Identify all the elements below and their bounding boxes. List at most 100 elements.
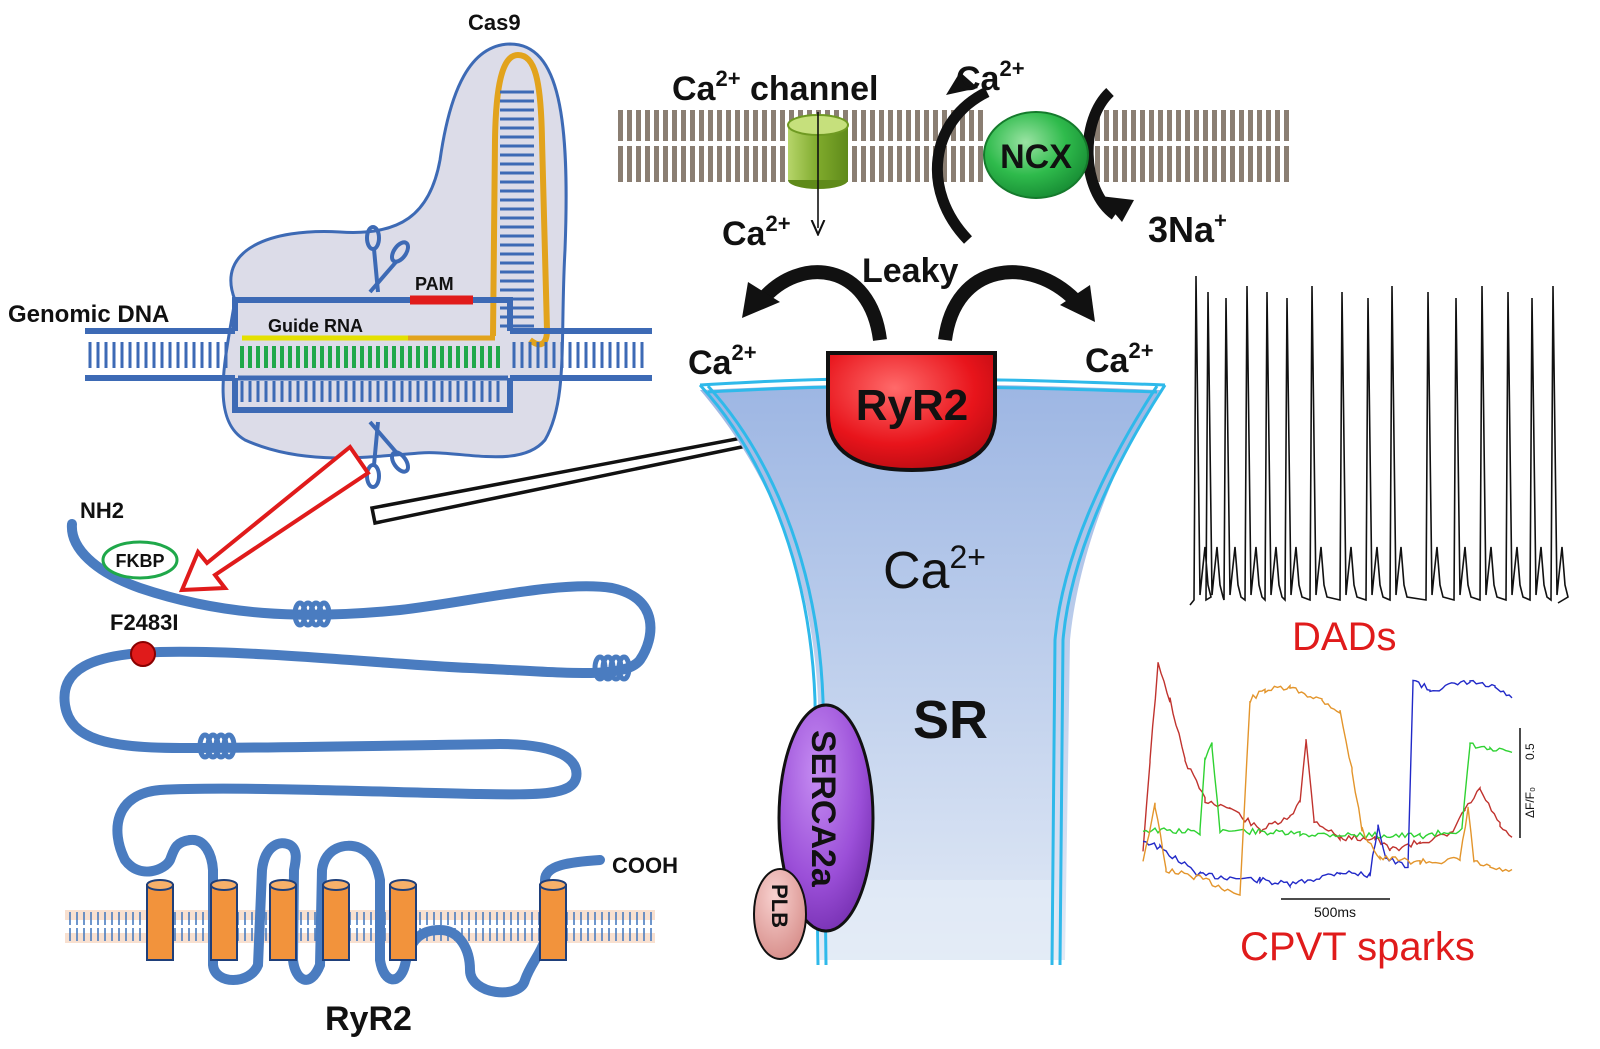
membrane-gap bbox=[1131, 141, 1136, 146]
membrane-gap bbox=[933, 141, 938, 146]
tm-helix bbox=[539, 884, 567, 961]
membrane-gap bbox=[762, 141, 767, 146]
na-label: 3Na+ bbox=[1148, 208, 1227, 250]
membrane-gap bbox=[915, 141, 920, 146]
membrane-gap bbox=[870, 141, 875, 146]
scale-bars: 500ms ΔF/F₀ 0.5 bbox=[1281, 728, 1537, 920]
membrane-gap bbox=[618, 141, 623, 146]
membrane-gap bbox=[663, 141, 668, 146]
ncx-label: NCX bbox=[1000, 138, 1072, 176]
membrane-gap bbox=[1212, 141, 1217, 146]
membrane-gap bbox=[861, 141, 866, 146]
genomic-dna bbox=[85, 295, 652, 413]
membrane-gap bbox=[1221, 141, 1226, 146]
membrane-gap bbox=[744, 141, 749, 146]
sr-membrane-left-inner bbox=[706, 384, 828, 966]
ncx-exchanger: NCX bbox=[932, 72, 1134, 244]
tm-helix bbox=[269, 884, 297, 961]
membrane-gap bbox=[1284, 141, 1289, 146]
membrane-gap bbox=[924, 141, 929, 146]
leak-arrow-left bbox=[742, 265, 887, 342]
membrane-gap bbox=[690, 141, 695, 146]
membrane-gap bbox=[780, 141, 785, 146]
membrane-gap bbox=[1122, 141, 1127, 146]
pam-label: PAM bbox=[415, 274, 454, 294]
scale-y-label: ΔF/F₀ bbox=[1523, 787, 1537, 818]
membrane-gap bbox=[735, 141, 740, 146]
tm-helix-cap bbox=[539, 879, 567, 891]
membrane-gap bbox=[636, 141, 641, 146]
right-ca-label: Ca2+ bbox=[1085, 338, 1154, 380]
green-spark-trace bbox=[1142, 742, 1513, 840]
membrane-gap bbox=[726, 141, 731, 146]
nh2-label: NH2 bbox=[80, 498, 124, 523]
dad-trace bbox=[1189, 275, 1569, 606]
membrane-gap bbox=[708, 141, 713, 146]
cpvt-spark-traces bbox=[1142, 662, 1513, 896]
membrane-gap bbox=[654, 141, 659, 146]
membrane-gap bbox=[681, 141, 686, 146]
genomic-dna-label: Genomic DNA bbox=[8, 301, 169, 328]
mutation-label: F2483I bbox=[110, 610, 179, 635]
membrane-gap bbox=[717, 141, 722, 146]
cas9-label: Cas9 bbox=[468, 10, 521, 35]
membrane-gap bbox=[1248, 141, 1253, 146]
coil-turn bbox=[221, 732, 237, 760]
plb-protein: PLB bbox=[753, 868, 807, 960]
lumen-ca-label: Ca2+ bbox=[883, 539, 986, 600]
membrane-gap bbox=[1149, 141, 1154, 146]
ryr2-protein-chain bbox=[59, 519, 656, 877]
tm-helix bbox=[389, 884, 417, 961]
ncx-ca-label: Ca2+ bbox=[956, 56, 1025, 98]
membrane-gap bbox=[672, 141, 677, 146]
serca2a-label: SERCA2a bbox=[804, 730, 842, 888]
guide-rna-label: Guide RNA bbox=[268, 316, 363, 336]
leak-arrow-right bbox=[938, 265, 1095, 342]
rna-green-pairs bbox=[240, 346, 500, 368]
cooh-label: COOH bbox=[612, 853, 678, 878]
membrane-gap bbox=[888, 141, 893, 146]
membrane-gap bbox=[771, 141, 776, 146]
scissors-icon bbox=[365, 225, 410, 294]
membrane-gap bbox=[699, 141, 704, 146]
coiled-segments bbox=[197, 600, 632, 760]
membrane-gap bbox=[1140, 141, 1145, 146]
sr-membrane-right-inner bbox=[1050, 385, 1159, 966]
ryr2-channel: RyR2 bbox=[826, 351, 997, 473]
membrane-gap bbox=[753, 141, 758, 146]
ryr2-tm-segment bbox=[185, 834, 605, 998]
sarcoplasmic-reticulum bbox=[698, 377, 1167, 966]
membrane-gap bbox=[1113, 141, 1118, 146]
membrane-gap bbox=[645, 141, 650, 146]
sr-membrane-left bbox=[698, 383, 820, 966]
membrane-gap bbox=[1266, 141, 1271, 146]
membrane-gap bbox=[1185, 141, 1190, 146]
left-ca-label: Ca2+ bbox=[688, 340, 757, 382]
leaky-label: Leaky bbox=[862, 252, 958, 290]
membrane-gap bbox=[1203, 141, 1208, 146]
blue-spark-trace bbox=[1142, 679, 1513, 889]
scale-y-value: 0.5 bbox=[1523, 743, 1537, 760]
tm-helix-cap bbox=[322, 879, 350, 891]
membrane-gap bbox=[951, 141, 956, 146]
membrane-gap bbox=[1239, 141, 1244, 146]
fkbp-label: FKBP bbox=[116, 551, 165, 571]
mutation-site bbox=[130, 641, 156, 667]
serca2a-pump: SERCA2a bbox=[777, 703, 875, 933]
sr-label: SR bbox=[913, 690, 988, 750]
membrane-gap bbox=[1176, 141, 1181, 146]
fkbp-badge: FKBP bbox=[101, 540, 179, 580]
membrane-gap bbox=[1095, 141, 1100, 146]
membrane-gap bbox=[978, 141, 983, 146]
tm-helix-cap bbox=[389, 879, 417, 891]
dad-waveform bbox=[1189, 275, 1569, 606]
tm-helices bbox=[146, 879, 567, 961]
membrane-gap bbox=[879, 141, 884, 146]
cas9-orange-arm bbox=[490, 51, 551, 348]
membrane-gap bbox=[1194, 141, 1199, 146]
cpvt-sparks-label: CPVT sparks bbox=[1240, 925, 1475, 969]
coil-turn bbox=[316, 600, 332, 628]
tm-helix bbox=[322, 884, 350, 961]
